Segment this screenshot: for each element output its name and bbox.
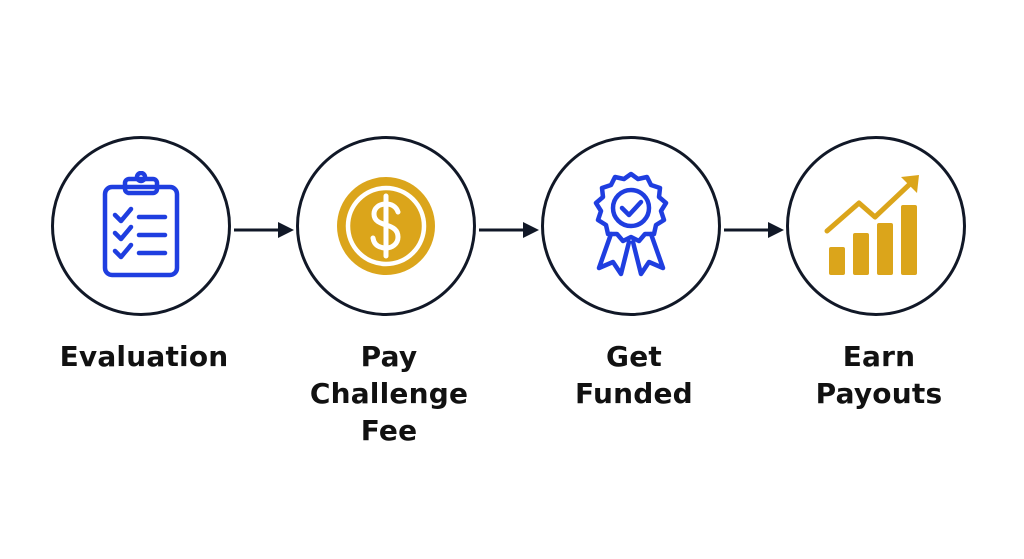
step-label: Evaluation (21, 338, 267, 375)
dollar-coin-icon (337, 177, 435, 275)
step-circle (296, 136, 476, 316)
award-badge-icon (593, 171, 669, 277)
arrow-right-icon (479, 222, 539, 238)
step-get-funded: Get Funded (541, 136, 727, 410)
step-label: Earn Payouts (756, 338, 1002, 412)
step-label-line: Challenge (309, 377, 469, 410)
step-evaluation: Evaluation (51, 136, 237, 373)
step-label-line: Pay (360, 340, 418, 373)
arrow-right-icon (234, 222, 294, 238)
step-label-line: Earn (842, 340, 916, 373)
step-label-line: Get (606, 340, 662, 373)
step-label-line: Funded (575, 377, 693, 410)
step-circle (786, 136, 966, 316)
step-pay-challenge-fee: Pay Challenge Fee (296, 136, 482, 447)
step-label: Pay Challenge Fee (266, 338, 512, 449)
growth-chart-icon (824, 175, 919, 275)
step-label-line: Payouts (815, 377, 943, 410)
step-earn-payouts: Earn Payouts (786, 136, 972, 410)
step-label-line: Evaluation (59, 340, 229, 373)
step-label: Get Funded (511, 338, 757, 412)
arrow-right-icon (724, 222, 784, 238)
step-circle (541, 136, 721, 316)
step-circle (51, 136, 231, 316)
clipboard-checklist-icon (102, 171, 180, 278)
step-label-line: Fee (360, 414, 418, 447)
